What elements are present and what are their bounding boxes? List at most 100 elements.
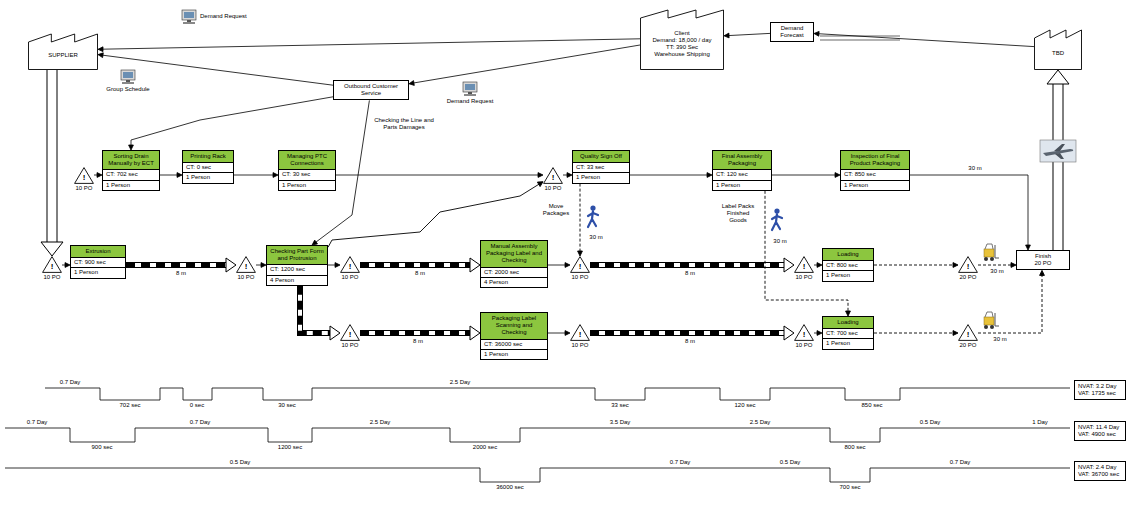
box-text: 20 PO [1020, 260, 1066, 267]
timeline-value: 850 sec [861, 402, 882, 409]
triangle-outline [341, 325, 360, 341]
arrowhead [1040, 270, 1045, 275]
push-arrow-stripes [126, 263, 228, 267]
head [590, 205, 595, 210]
screen [184, 12, 194, 18]
connector [94, 173, 102, 178]
inventory-triangle: !10 PO [340, 324, 360, 341]
forklift-body [984, 317, 994, 325]
connector [300, 286, 340, 340]
timeline-value: 2.5 Day [370, 419, 391, 426]
process-box: Packaging Label Scanning and CheckingCT:… [480, 312, 548, 360]
inventory-quantity: 10 PO [571, 342, 588, 349]
inventory-quantity: 20 PO [959, 342, 976, 349]
box-text: NVAT: 3.2 Day [1078, 383, 1122, 390]
factory-outline [1035, 30, 1082, 70]
timeline-summary-box: NVAT: 2.4 DayVAT: 36700 sec [1074, 461, 1126, 481]
factory-content: SUPPLIER [31, 44, 95, 68]
factory-icon: ClientDemand: 18,000 / dayTT: 390 SecWar… [640, 6, 724, 70]
shipment-arrow-fill [48, 70, 57, 245]
connector [724, 33, 770, 38]
push-arrow-stripes [590, 263, 786, 267]
inventory-mark: ! [794, 262, 814, 272]
process-data: 1 Person [823, 271, 873, 280]
process-name: Managing PTC Connections [279, 151, 335, 170]
process-name: Inspection of Final Product Packaging [841, 151, 909, 170]
process-box: Manual Assembly Packaging Label and Chec… [480, 240, 548, 288]
timeline-value: 0.7 Day [190, 419, 211, 426]
process-box: LoadingCT: 700 sec1 Person [822, 316, 874, 350]
forklift-icon [984, 312, 999, 329]
push-arrow-fill [360, 263, 472, 267]
connector-label: 8 m [684, 338, 696, 345]
process-box: Inspection of Final Product PackagingCT:… [840, 150, 910, 191]
arrowhead [538, 173, 543, 178]
icon-label: Demand Request [447, 98, 494, 105]
inventory-triangle: !10 PO [543, 167, 563, 184]
inventory-quantity: 20 PO [959, 274, 976, 281]
process-data: 1 Person [279, 181, 335, 190]
push-arrow-outline [126, 262, 228, 268]
process-box: LoadingCT: 800 sec1 Person [822, 248, 874, 282]
triangle-outline [571, 257, 590, 273]
connector [978, 270, 1044, 333]
icon-label: Label Packs Finished Goods [718, 203, 758, 225]
data-box: Finish20 PO [1016, 250, 1070, 270]
forklift-fork [995, 245, 999, 258]
computer-icon [121, 70, 135, 84]
inventory-mark: ! [42, 262, 62, 272]
process-data: 1 Person [573, 173, 629, 182]
shipment-arrow-outline [1053, 81, 1064, 250]
keyboard [122, 82, 134, 84]
stand [126, 80, 130, 82]
screen [123, 72, 133, 78]
inventory-triangle: !20 PO [958, 324, 978, 341]
inventory-quantity: 10 PO [544, 185, 561, 192]
process-box: ExtrusionCT: 900 sec1 Person [70, 245, 126, 279]
push-arrow-stripes [590, 331, 786, 335]
transport-line [978, 265, 1012, 266]
arrowhead [226, 258, 236, 272]
electronic-info-line [328, 184, 540, 248]
triangle-outline [795, 257, 814, 273]
process-box: Sorting Drain Manually by ECTCT: 702 sec… [102, 150, 160, 191]
info-line [772, 175, 836, 176]
process-name: Quality Sign Off [573, 151, 629, 163]
process-name: Extrusion [71, 246, 125, 258]
connector [548, 331, 570, 336]
data-box: Outbound Customer Service [333, 80, 409, 100]
push-arrow-stripes [300, 286, 332, 333]
info-line [160, 175, 178, 176]
timeline [5, 428, 1070, 442]
connector [62, 263, 70, 268]
timeline-value: 2.5 Day [750, 419, 771, 426]
process-name: Checking Part Form and Protrusion [267, 246, 327, 265]
computer-icon [463, 82, 477, 96]
inventory-quantity: 10 PO [795, 342, 812, 349]
stand [468, 92, 472, 94]
process-name: Loading [823, 249, 873, 261]
process-data: CT: 2000 sec [481, 268, 547, 278]
arrowhead [41, 242, 63, 256]
factory-outline [641, 10, 724, 70]
info-line [910, 175, 1028, 246]
info-line [102, 55, 333, 85]
wheel [990, 325, 994, 329]
process-data: CT: 30 sec [279, 170, 335, 180]
info-line [131, 97, 333, 146]
info-line [234, 175, 274, 176]
connector-label: 8 m [175, 270, 187, 277]
connector [98, 53, 333, 85]
connector [548, 263, 570, 268]
connector [910, 175, 1030, 250]
body [772, 214, 782, 230]
timeline-value: 0.5 Day [780, 459, 801, 466]
monitor [121, 70, 135, 80]
factory-text: SUPPLIER [48, 52, 78, 59]
push-arrow-outline [360, 262, 472, 268]
connector-label: 30 m [588, 234, 603, 241]
process-data: CT: 1200 sec [267, 265, 327, 275]
triangle-outline [75, 168, 94, 184]
